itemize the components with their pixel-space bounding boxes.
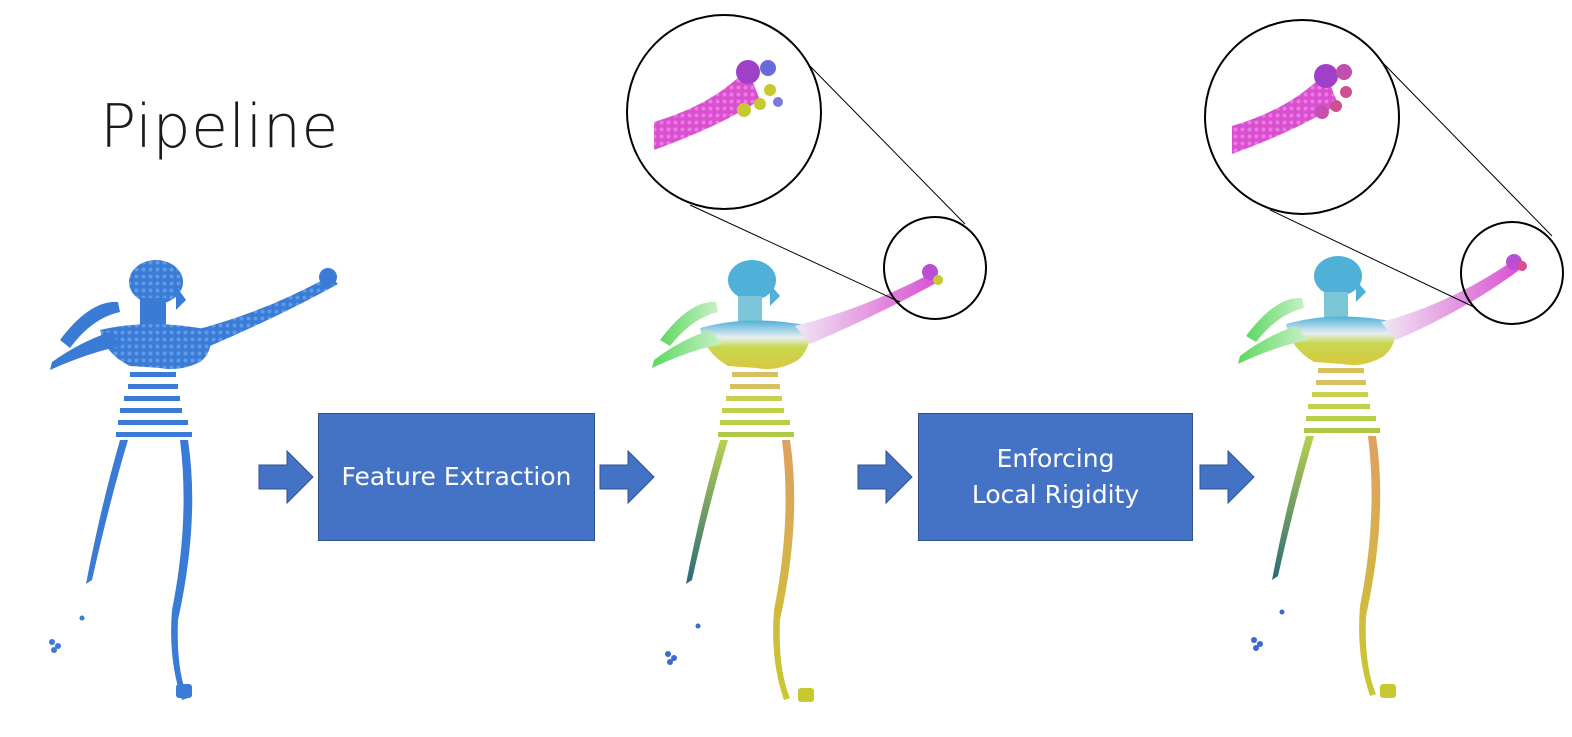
input-point-cloud xyxy=(49,260,338,700)
local-rigidity-box: Enforcing Local Rigidity xyxy=(918,413,1193,541)
page-title: Pipeline xyxy=(100,92,339,162)
arrow-2 xyxy=(599,449,655,505)
arrow-1 xyxy=(258,449,314,505)
arrow-3 xyxy=(857,449,913,505)
rigid-point-cloud xyxy=(1238,254,1527,698)
local-rigidity-line2: Local Rigidity xyxy=(971,480,1140,509)
zoom-inset-rigid xyxy=(1204,19,1564,325)
feature-extraction-label: Feature Extraction xyxy=(341,462,572,491)
local-rigidity-line1: Enforcing xyxy=(996,444,1115,473)
feature-extraction-box: Feature Extraction xyxy=(318,413,595,541)
zoom-inset-feature xyxy=(626,14,987,320)
arrow-4 xyxy=(1199,449,1255,505)
feature-point-cloud xyxy=(652,260,943,702)
